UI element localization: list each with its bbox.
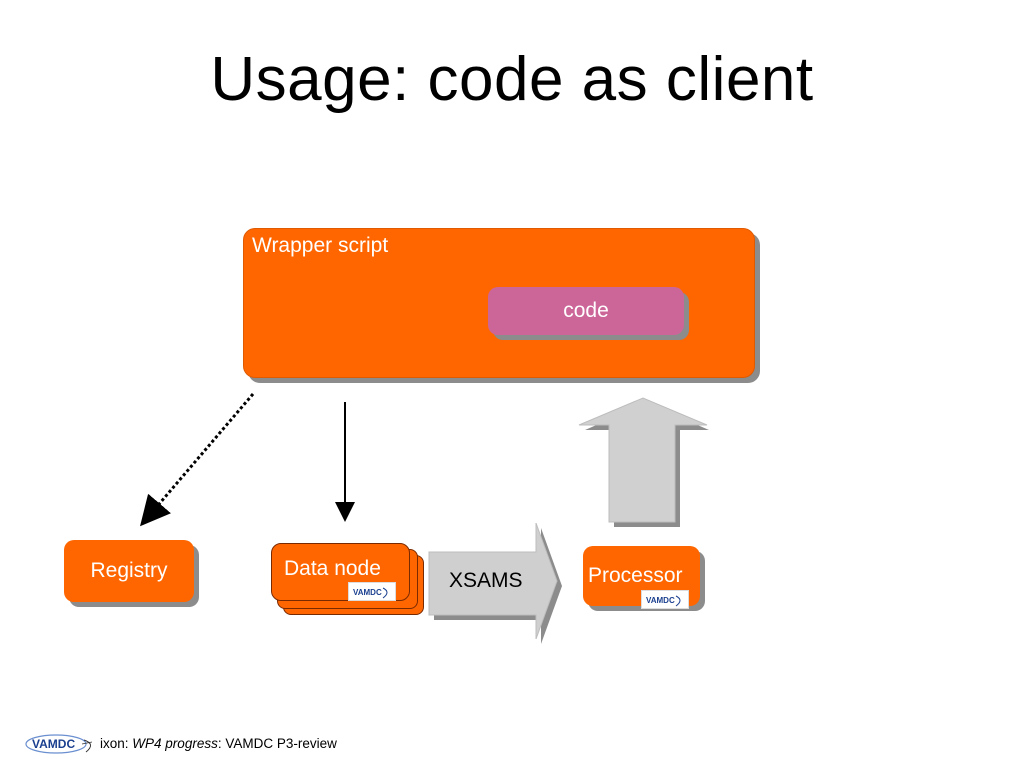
footer-text: ixon: WP4 progress: VAMDC P3-review bbox=[100, 736, 337, 751]
vamdc-logo-processor-icon: VAMDC bbox=[646, 595, 681, 607]
svg-text:VAMDC: VAMDC bbox=[646, 596, 675, 605]
svg-text:VAMDC: VAMDC bbox=[353, 588, 382, 597]
registry-box: Registry bbox=[64, 540, 194, 602]
wrapper-script-label: Wrapper script bbox=[252, 234, 389, 257]
xsams-arrow bbox=[428, 522, 558, 640]
wrapper-script-box: Wrapper script code bbox=[243, 228, 755, 378]
code-label: code bbox=[563, 299, 609, 322]
footer-rest: : VAMDC P3-review bbox=[217, 736, 337, 751]
vamdc-logo-small: VAMDC bbox=[348, 582, 396, 601]
svg-text:VAMDC: VAMDC bbox=[32, 737, 75, 751]
processor-label: Processor bbox=[588, 564, 683, 587]
code-box: code bbox=[488, 287, 684, 335]
registry-label: Registry bbox=[90, 559, 168, 582]
slide-title: Usage: code as client bbox=[210, 45, 814, 114]
dotted-arrow-to-registry bbox=[140, 393, 255, 527]
datanode-box: Data node VAMDC bbox=[271, 543, 410, 601]
vamdc-logo-small-icon: VAMDC bbox=[353, 587, 388, 599]
up-arrow bbox=[578, 397, 708, 523]
footer-author: ixon: bbox=[100, 736, 129, 751]
footer-topic: WP4 progress bbox=[132, 736, 218, 751]
vamdc-logo-processor: VAMDC bbox=[641, 590, 689, 609]
processor-box: Processor VAMDC bbox=[583, 546, 700, 609]
vamdc-footer-logo: VAMDC bbox=[25, 734, 93, 754]
datanode-label: Data node bbox=[284, 557, 381, 580]
xsams-label: XSAMS bbox=[449, 569, 523, 592]
